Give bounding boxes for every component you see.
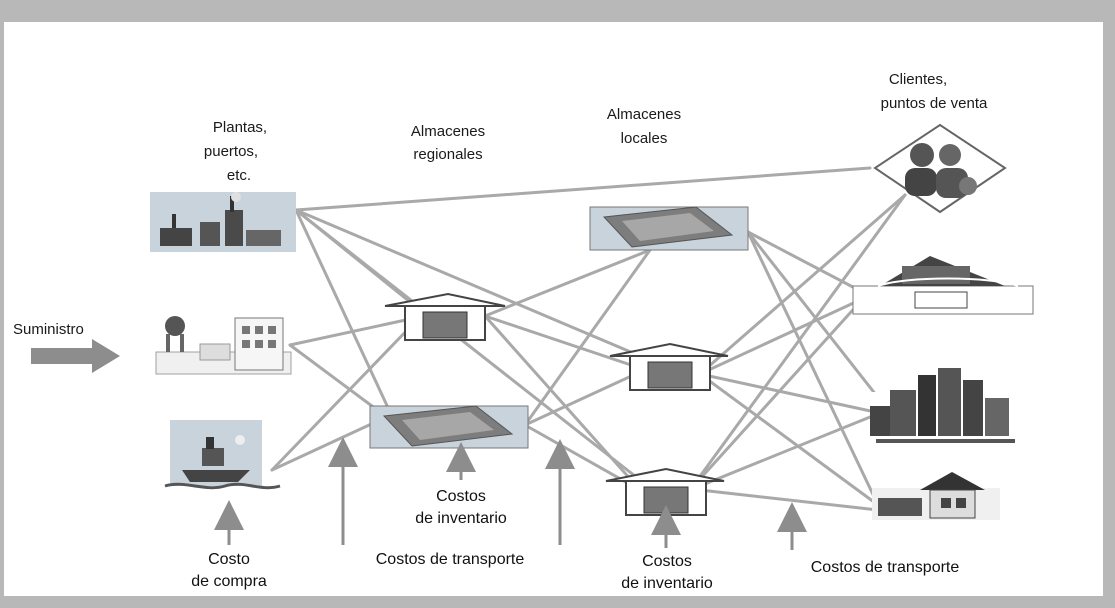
route-line: [746, 230, 882, 402]
frame-left-bar: [0, 0, 4, 608]
regional-warehouses-label-line-1: Almacenes: [411, 123, 485, 140]
local-warehouses-label-line-1: Almacenes: [607, 106, 681, 123]
route-line: [688, 300, 862, 492]
route-line: [523, 248, 652, 427]
route-line: [688, 413, 877, 492]
warehouse-aerial-icon: [369, 405, 529, 449]
purchase-cost-label-line-2: de compra: [191, 573, 267, 590]
network-routes: [270, 166, 907, 512]
warehouse-icon: [609, 342, 729, 391]
supply-arrow: [31, 339, 120, 373]
warehouse-aerial-icon: [589, 206, 749, 251]
city-buildings-icon: [870, 368, 1015, 443]
route-line: [746, 230, 880, 507]
supply-label: Suministro: [13, 321, 84, 338]
route-line: [483, 314, 642, 370]
frame-bottom-bar: [0, 596, 1115, 608]
warehouse-icon: [384, 292, 506, 341]
purchase-cost-label-line-1: Costo: [208, 551, 250, 568]
route-line: [294, 208, 392, 414]
ship-icon: [164, 420, 281, 490]
plants-label-line-2: puertos,: [204, 143, 258, 160]
route-line: [698, 488, 880, 512]
inventory-costs-label-line-2: de inventario: [415, 510, 507, 527]
route-line: [523, 370, 642, 427]
plants-label-line-1: Plantas,: [213, 119, 267, 136]
route-line: [294, 208, 642, 482]
house-icon: [872, 472, 1000, 520]
route-line: [288, 316, 417, 347]
warehouse-icon: [605, 467, 725, 516]
frame-top-bar: [0, 0, 1115, 22]
customers-label-line-2: puntos de venta: [881, 95, 988, 112]
store-icon: [852, 256, 1034, 315]
route-line: [688, 193, 907, 492]
plants-label-line-3: etc.: [227, 167, 251, 184]
transport-costs-label: Costos de transporte: [376, 551, 525, 568]
water-tower-plant-icon: [155, 316, 292, 375]
local-warehouses-label-line-2: locales: [621, 130, 668, 147]
route-line: [294, 208, 642, 358]
route-line: [698, 372, 880, 507]
route-line: [746, 230, 872, 298]
inventory-costs-label-line-1: Costos: [642, 553, 692, 570]
route-line: [698, 193, 907, 376]
customers-label-line-1: Clientes,: [889, 71, 947, 88]
transport-costs-label: Costos de transporte: [811, 559, 960, 576]
route-line: [483, 314, 642, 492]
route-line: [294, 166, 872, 212]
route-line: [288, 343, 382, 414]
inventory-costs-label-line-1: Costos: [436, 488, 486, 505]
regional-warehouses-label-line-2: regionales: [413, 146, 482, 163]
factory-icon: [150, 192, 296, 252]
route-line: [270, 320, 417, 472]
frame-right-bar: [1103, 0, 1115, 608]
inventory-costs-label-line-2: de inventario: [621, 575, 713, 592]
route-line: [270, 418, 382, 472]
route-line: [698, 298, 862, 376]
people-icon: [873, 123, 1007, 214]
route-line: [698, 372, 877, 414]
route-line: [483, 248, 652, 318]
